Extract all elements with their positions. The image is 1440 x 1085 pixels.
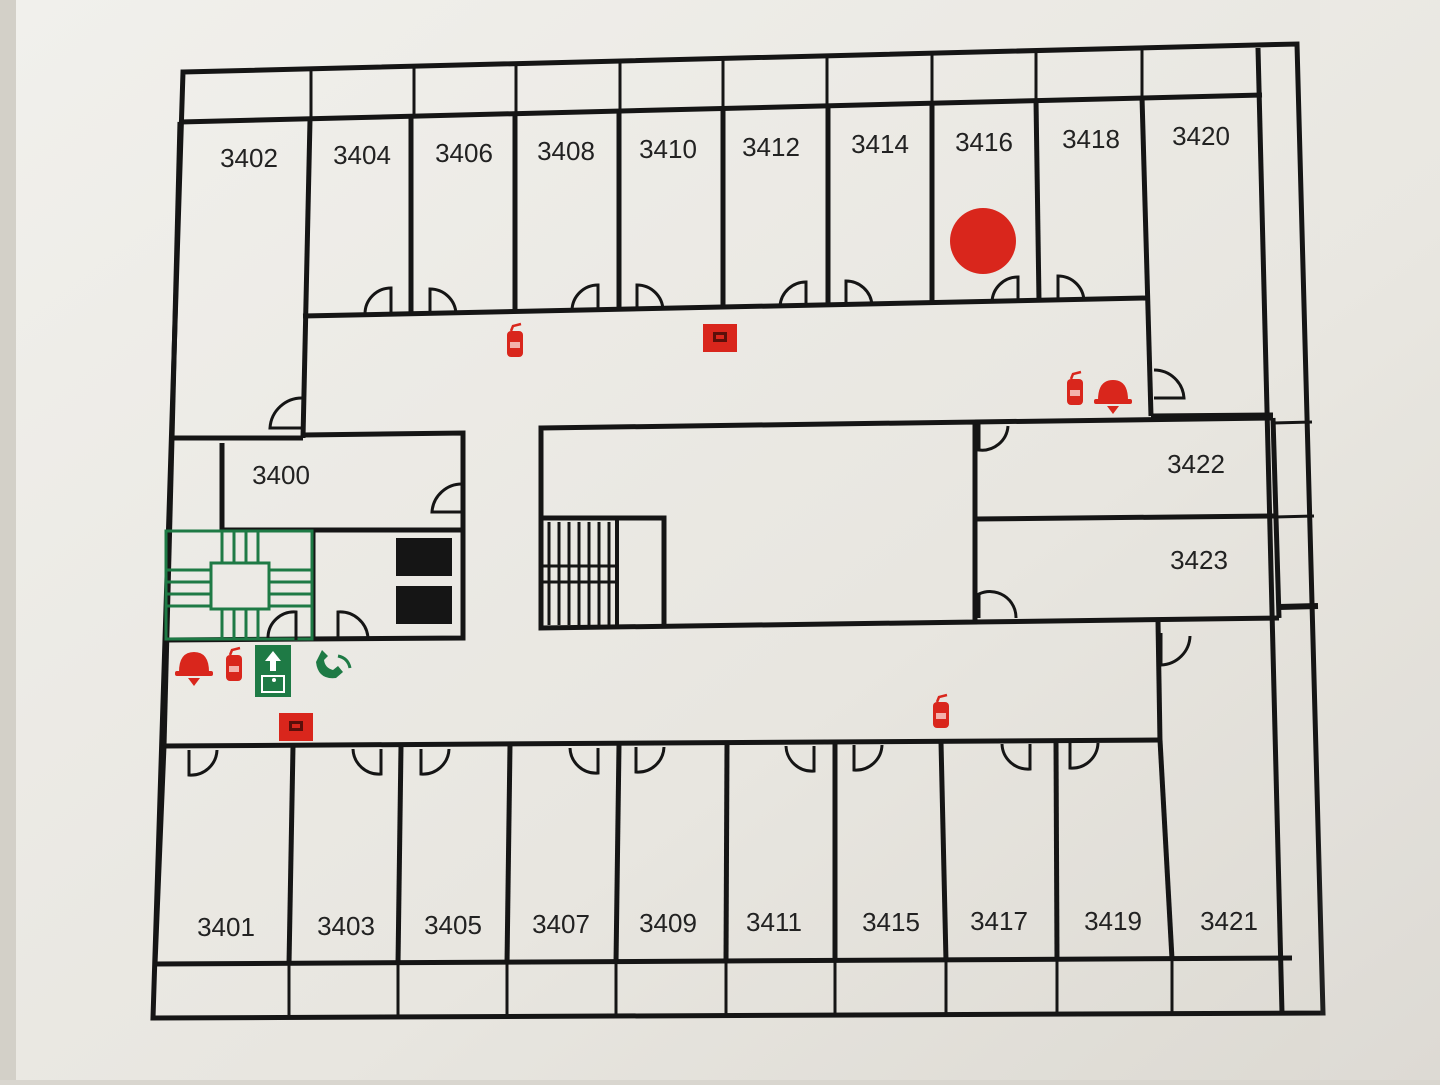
room-label-3405: 3405 (424, 910, 482, 940)
room-label-3402: 3402 (220, 143, 278, 173)
corridor-wall-right-top (1150, 412, 1274, 419)
emergency-exit-sign-icon (255, 645, 291, 697)
room-label-3403: 3403 (317, 911, 375, 941)
right-strip-wall (1255, 47, 1285, 1014)
right-strip-dividers (1272, 420, 1319, 610)
room-label-3421: 3421 (1200, 906, 1258, 936)
reflection (1320, 0, 1440, 1080)
emergency-phone-icon (316, 650, 352, 679)
room-label-3412: 3412 (742, 132, 800, 162)
room-label-3418: 3418 (1062, 124, 1120, 154)
room-label-3409: 3409 (639, 908, 697, 938)
room-label-3408: 3408 (537, 136, 595, 166)
room-label-3415: 3415 (862, 907, 920, 937)
room-label-3406: 3406 (435, 138, 493, 168)
room-label-3407: 3407 (532, 909, 590, 939)
fire-alarm-button-icon (279, 713, 313, 741)
staircase-steps (541, 520, 619, 628)
you-are-here-dot-icon (950, 208, 1016, 274)
room-label-3423: 3423 (1170, 545, 1228, 575)
bottom-strip-dividers (287, 959, 1174, 1017)
doors (187, 274, 1192, 777)
room-label-3401: 3401 (197, 912, 255, 942)
room-label-3419: 3419 (1084, 906, 1142, 936)
room-label-3400: 3400 (252, 460, 310, 490)
lower-corridor-wall (163, 737, 1161, 749)
room-label-3404: 3404 (333, 140, 391, 170)
escape-stairwell (164, 529, 314, 641)
fire-alarm-button-icon (703, 324, 737, 352)
top-strip-dividers (309, 49, 1144, 118)
room-label-3410: 3410 (639, 134, 697, 164)
room-labels: 3402 3404 3406 3408 3410 3412 3414 3416 … (197, 121, 1258, 942)
room-label-3422: 3422 (1167, 449, 1225, 479)
lower-corridor-east-wall (1155, 620, 1163, 743)
elevator-icon (396, 538, 452, 576)
bottom-strip-wall (154, 955, 1293, 967)
room-label-3411: 3411 (746, 907, 802, 937)
room-label-3414: 3414 (851, 129, 909, 159)
elevator-icon (396, 586, 452, 624)
room-label-3417: 3417 (970, 906, 1028, 936)
room-label-3420: 3420 (1172, 121, 1230, 151)
top-room-partitions (169, 96, 1154, 439)
rooms-3422-3423-walls (974, 415, 1282, 625)
room-label-3416: 3416 (955, 127, 1013, 157)
bottom-room-partitions (152, 739, 1175, 965)
west-wall (161, 437, 175, 747)
staircase-wall (541, 515, 667, 628)
